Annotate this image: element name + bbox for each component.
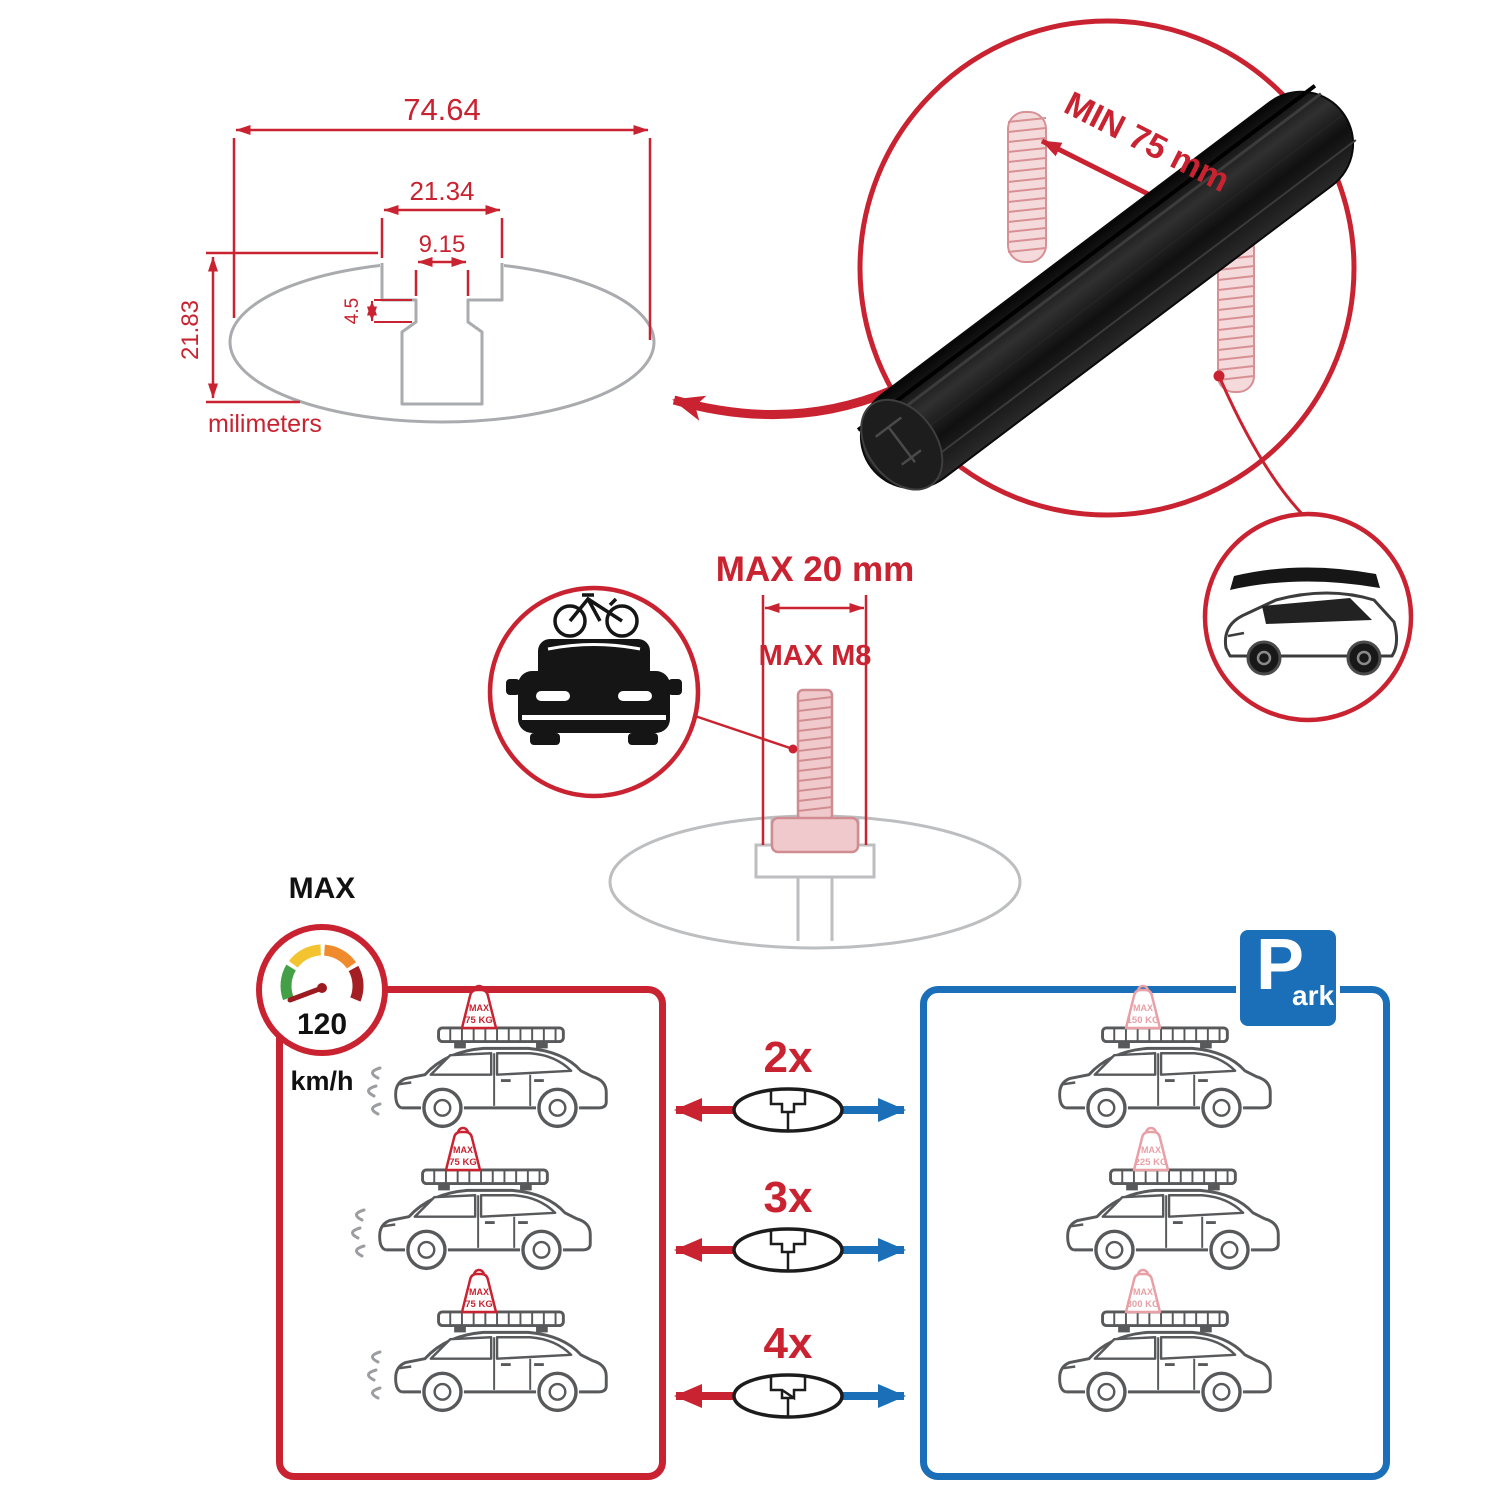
icon-callout-line xyxy=(691,713,791,750)
dim-slot-inner-width: 9.15 xyxy=(419,231,466,258)
load-tag-driving-1: MAX 75 KG xyxy=(460,984,498,1030)
load-tag-parked-1: MAX 150 KG xyxy=(1124,984,1162,1030)
crossbar-3d-detail: MIN 75 mm xyxy=(856,18,1414,723)
car-with-bike-icon xyxy=(487,585,701,799)
crossbar-3d xyxy=(856,84,1357,491)
crossbar-oval-icon xyxy=(732,1227,844,1273)
bolt-max-thread-label: MAX M8 xyxy=(759,640,872,672)
speed-badge-title: MAX xyxy=(288,872,356,905)
suv-roofbox-callout xyxy=(1202,511,1414,723)
dim-total-height: 21.83 xyxy=(177,300,204,360)
dim-total-width: 74.64 xyxy=(403,92,481,127)
park-sign-rest: ark xyxy=(1292,980,1335,1011)
units-label: milimeters xyxy=(208,410,322,438)
bar-count-row-2x: 2x xyxy=(674,1033,906,1133)
magnifier-circle xyxy=(857,18,1357,518)
tag-line1: MAX xyxy=(1133,1287,1153,1297)
bar-count-label: 2x xyxy=(764,1033,813,1082)
crossbar-oval-icon xyxy=(732,1373,844,1419)
tag-line2: 75 KG xyxy=(449,1157,476,1168)
tag-line2: 75 KG xyxy=(465,1015,492,1026)
park-sign-letter: P xyxy=(1256,925,1305,1005)
bolt-dimension-lines xyxy=(761,595,868,845)
crossbar-profile-outline xyxy=(228,255,656,424)
bolt-max-length-label: MAX 20 mm xyxy=(716,550,914,589)
icon-callout-dot xyxy=(788,744,798,754)
speed-badge-unit: km/h xyxy=(290,1066,354,1096)
bar-count-row-3x: 3x xyxy=(674,1173,906,1273)
park-sign: P ark xyxy=(1236,925,1340,1030)
load-tag-driving-3: MAX 75 KG xyxy=(460,1268,498,1314)
tag-line1: MAX xyxy=(1133,1003,1153,1013)
tag-line1: MAX xyxy=(469,1003,489,1013)
tag-line2: 300 KG xyxy=(1127,1299,1160,1310)
crossbar-oval-icon xyxy=(732,1087,844,1133)
tag-line1: MAX xyxy=(1141,1145,1161,1155)
parked-car-3 xyxy=(1057,1310,1272,1413)
tag-line2: 75 KG xyxy=(465,1299,492,1310)
bolt-spec-drawing: MAX 20 mm MAX M8 xyxy=(487,550,1022,950)
load-tag-parked-3: MAX 300 KG xyxy=(1124,1268,1162,1314)
bar-count-column: 2x 3x 4x xyxy=(674,1033,906,1419)
load-tag-driving-2: MAX 75 KG xyxy=(444,1126,482,1172)
bar-count-label: 4x xyxy=(764,1319,813,1368)
t-bolt xyxy=(770,688,860,854)
roof-box-icon xyxy=(1230,567,1380,590)
car-front-icon xyxy=(506,639,682,745)
tag-line1: MAX xyxy=(453,1145,473,1155)
dim-lip-depth: 4.5 xyxy=(342,298,363,324)
callout-line xyxy=(1217,375,1306,518)
driving-car-3 xyxy=(366,1310,608,1413)
bar-count-row-4x: 4x xyxy=(674,1319,906,1419)
cross-section-dimension-drawing: 74.64 21.34 9.15 4.5 21.83 milimeters xyxy=(177,92,910,438)
bike-icon xyxy=(553,593,639,638)
tag-line2: 225 KG xyxy=(1135,1157,1168,1168)
speed-badge: 120 xyxy=(256,924,388,1056)
dim-slot-outer-width: 21.34 xyxy=(409,176,474,206)
load-tag-parked-2: MAX 225 KG xyxy=(1132,1126,1170,1172)
tag-line2: 150 KG xyxy=(1127,1015,1160,1026)
dimension-lines xyxy=(206,125,652,404)
min-span-label: MIN 75 mm xyxy=(1058,85,1235,200)
tag-line1: MAX xyxy=(469,1287,489,1297)
bar-count-label: 3x xyxy=(764,1173,813,1222)
speed-badge-value: 120 xyxy=(297,1008,347,1041)
speedometer-icon: 120 xyxy=(280,944,364,1041)
